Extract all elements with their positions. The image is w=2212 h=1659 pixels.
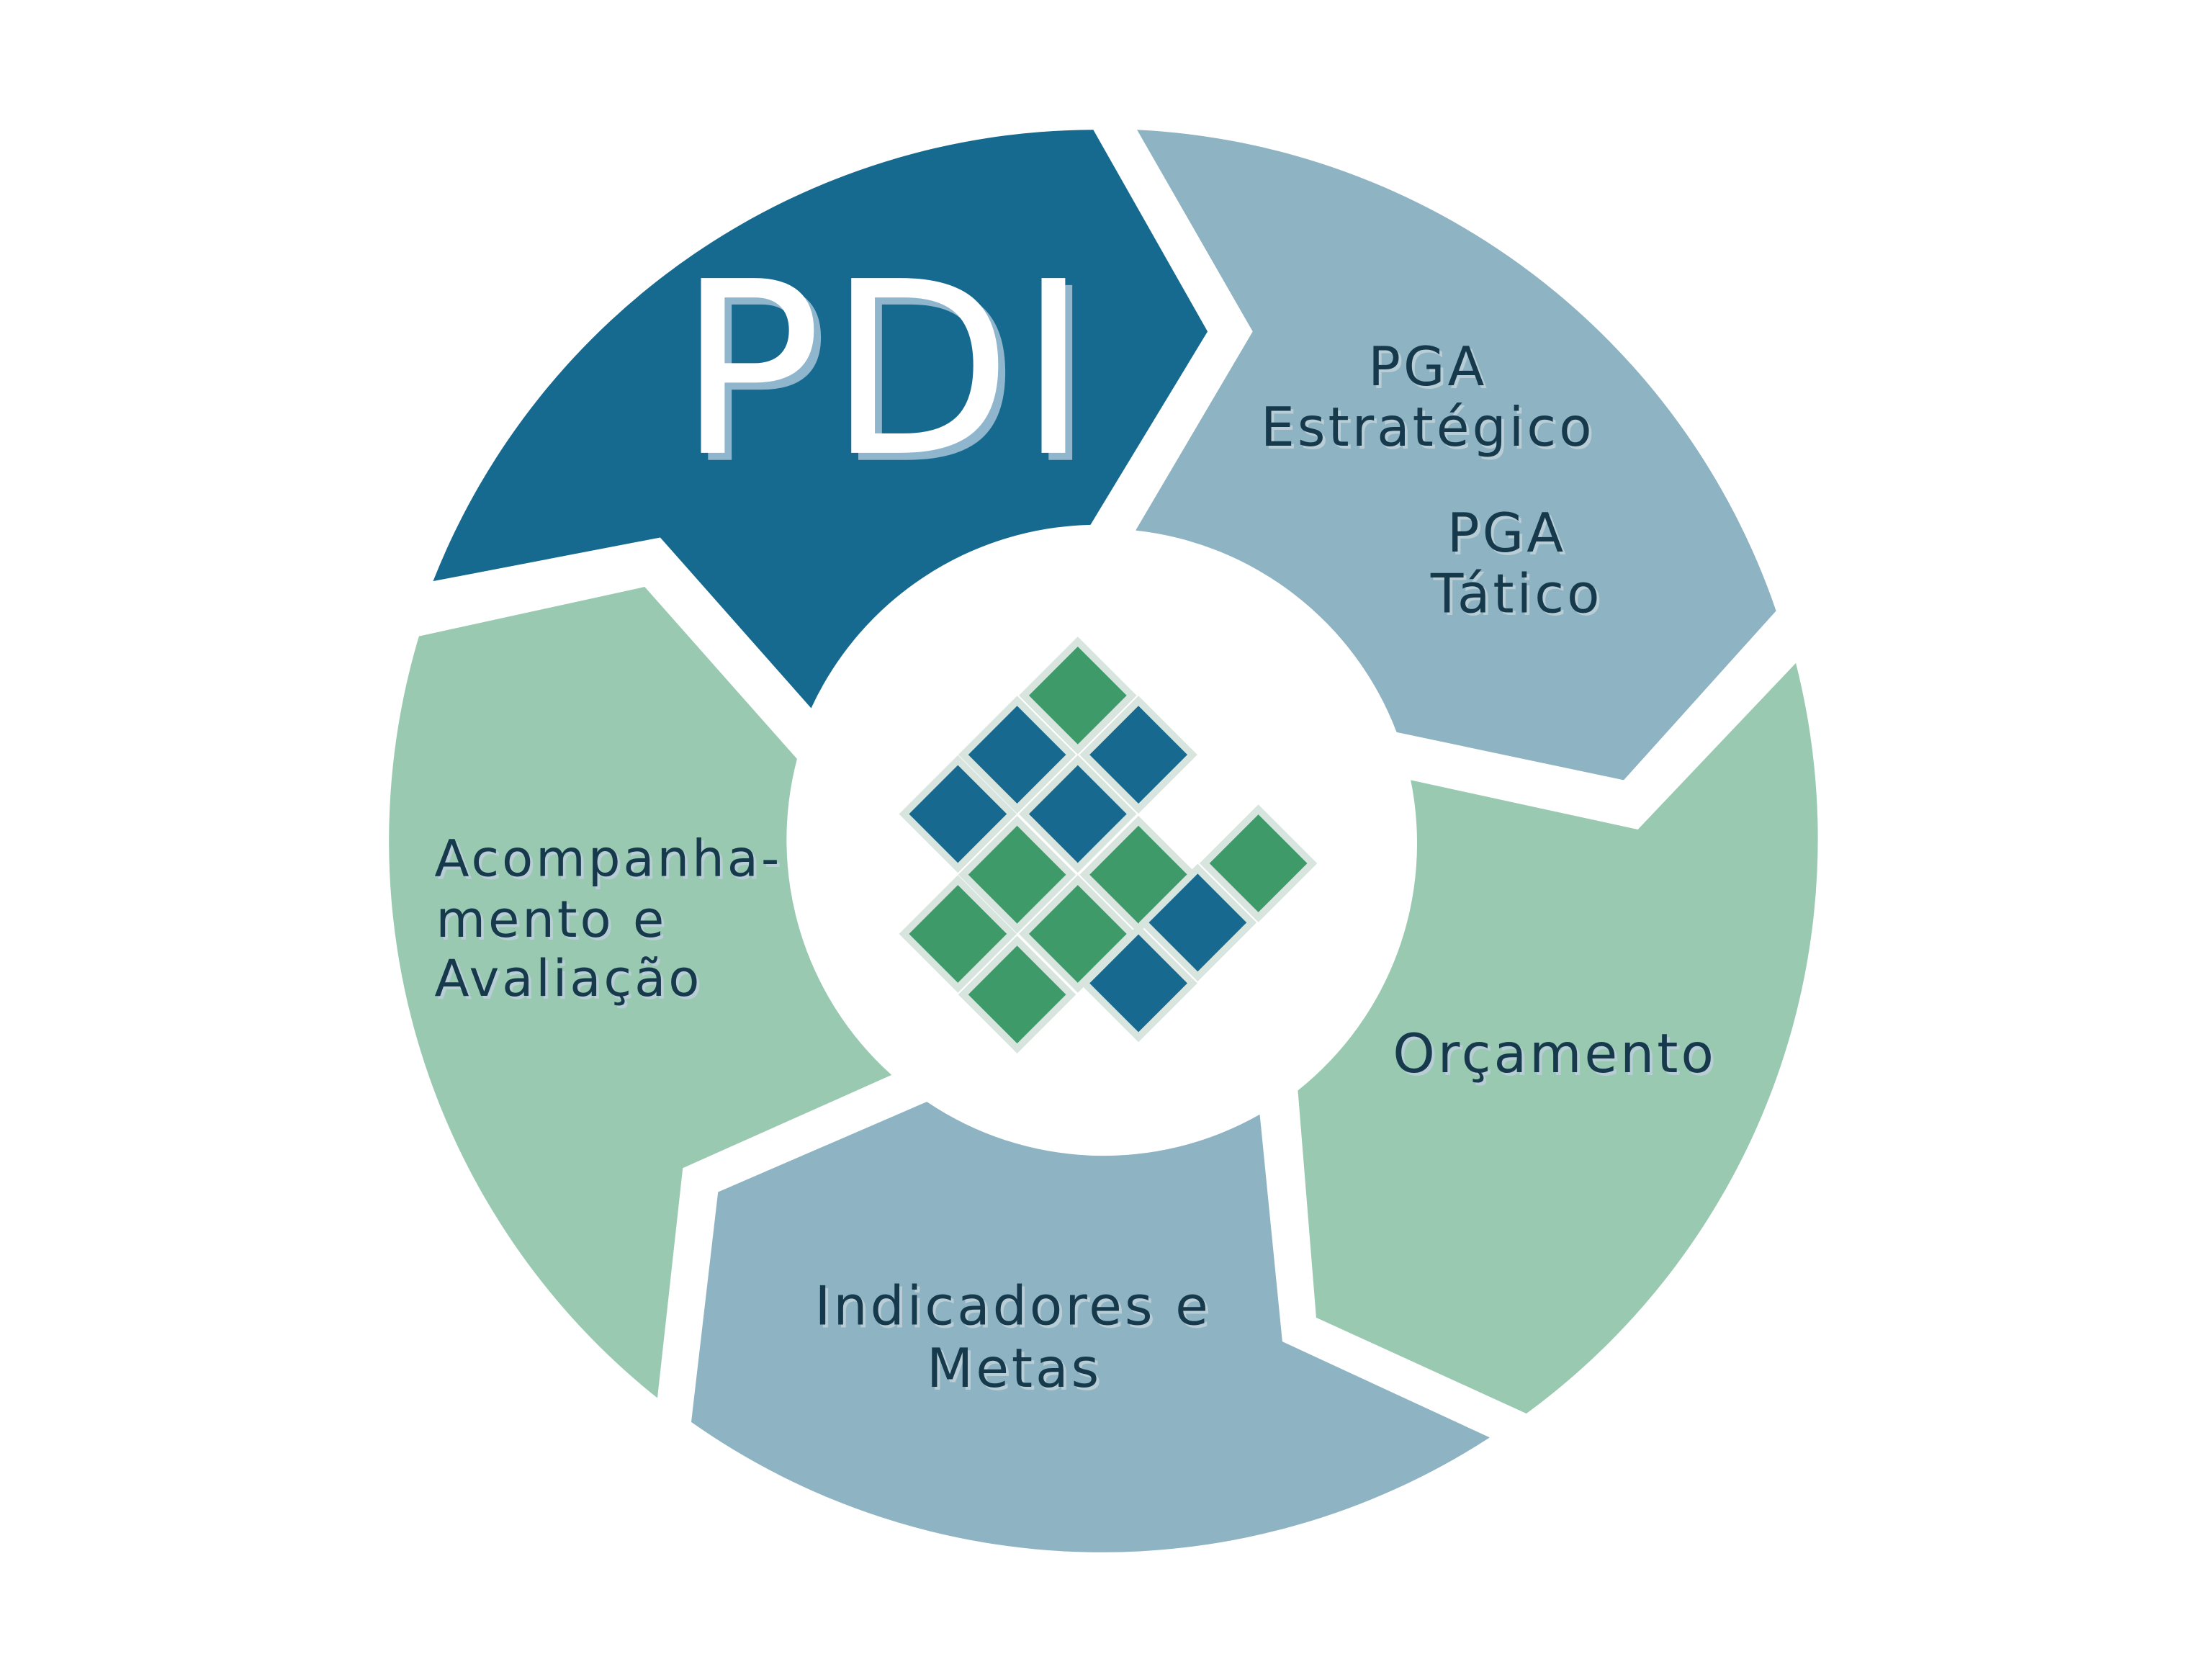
diamond-tiles-logo-icon: [899, 637, 1318, 1053]
label-pga-estrategico: PGA PGA Estratégico Estratégico: [1261, 336, 1598, 462]
segment-pga: [1136, 130, 1776, 781]
svg-text:Avaliação: Avaliação: [437, 952, 705, 1011]
svg-text:Orçamento: Orçamento: [1395, 1025, 1719, 1088]
label-pga-tatico: PGA PGA Tático Tático: [1430, 502, 1606, 628]
svg-text:Tático: Tático: [1430, 562, 1603, 625]
svg-text:Avaliação: Avaliação: [434, 949, 702, 1008]
svg-text:mento e: mento e: [439, 893, 670, 952]
svg-text:Metas: Metas: [930, 1340, 1105, 1403]
svg-text:PGA: PGA: [1368, 336, 1487, 398]
label-pdi: PDI PDI: [678, 230, 1102, 517]
segment-indicadores: [691, 1102, 1490, 1552]
svg-text:Indicadores e: Indicadores e: [817, 1278, 1213, 1341]
svg-text:PGA: PGA: [1447, 502, 1566, 565]
label-orcamento: Orçamento Orçamento: [1393, 1022, 1719, 1088]
svg-text:Estratégico: Estratégico: [1261, 396, 1595, 459]
svg-text:PGA: PGA: [1450, 505, 1569, 567]
svg-text:Indicadores e: Indicadores e: [815, 1275, 1211, 1338]
label-acompanhamento-avaliacao: Acompanha- Acompanha- mento e mento e Av…: [434, 830, 785, 1011]
svg-text:Metas: Metas: [927, 1337, 1102, 1400]
svg-text:Tático: Tático: [1433, 565, 1606, 628]
svg-text:PGA: PGA: [1371, 338, 1490, 401]
svg-text:Acompanha-: Acompanha-: [434, 830, 782, 889]
segment-orcamento: [1298, 662, 1818, 1414]
svg-text:PDI: PDI: [685, 238, 1102, 517]
svg-text:Orçamento: Orçamento: [1393, 1022, 1717, 1085]
svg-text:Estratégico: Estratégico: [1264, 399, 1598, 462]
segment-pdi: [433, 130, 1208, 709]
svg-text:mento e: mento e: [436, 890, 667, 949]
svg-text:Acompanha-: Acompanha-: [437, 832, 785, 891]
segment-acompanhamento: [389, 587, 892, 1398]
label-indicadores-metas: Indicadores e Indicadores e Metas Metas: [815, 1275, 1213, 1403]
svg-text:PDI: PDI: [678, 230, 1094, 510]
